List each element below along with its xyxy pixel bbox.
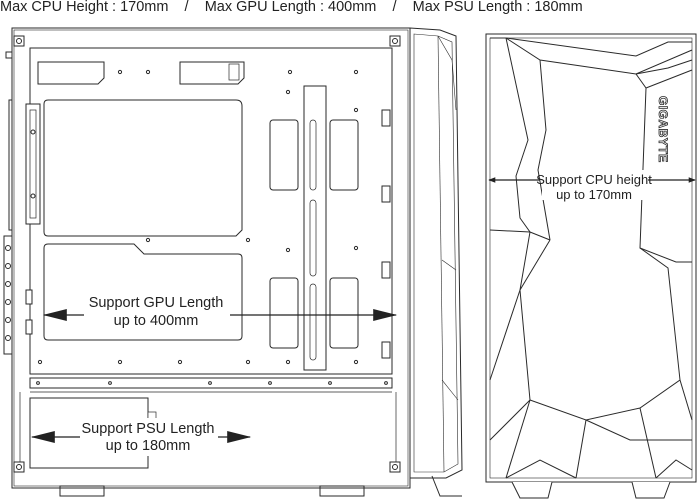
- psu-label-line1: Support PSU Length: [81, 421, 214, 437]
- cpu-cutout: [43, 99, 243, 237]
- edge-clips: [25, 109, 391, 359]
- cable-grommet: [269, 119, 299, 191]
- corner-screws: [13, 35, 401, 473]
- front-foot: [631, 481, 671, 499]
- front-panel-profile: [409, 27, 463, 497]
- top-cutout: [37, 61, 105, 85]
- shroud-holes: [36, 381, 388, 385]
- cable-grommet: [329, 119, 359, 191]
- top-cutout: [179, 61, 245, 85]
- chassis-foot: [59, 485, 105, 497]
- cpu-label-line1: Support CPU height: [536, 172, 652, 187]
- chassis-foot: [319, 485, 365, 497]
- tray-holes: [37, 69, 359, 365]
- cpu-spec: Max CPU Height : 170mm: [0, 0, 169, 15]
- front-foot: [511, 481, 553, 499]
- cable-grommet: [269, 277, 299, 349]
- spec-separator: /: [184, 0, 189, 15]
- front-facets: [489, 37, 693, 479]
- psu-label-line2: up to 180mm: [106, 438, 191, 454]
- cpu-label-line2: up to 170mm: [556, 187, 632, 202]
- gpu-spec: Max GPU Length : 400mm: [204, 0, 377, 15]
- cable-grommet: [329, 277, 359, 349]
- spec-header: Max CPU Height : 170mm / Max GPU Length …: [0, 0, 583, 15]
- front-view: [485, 33, 697, 499]
- gpu-label-line2: up to 400mm: [114, 313, 199, 329]
- gigabyte-logo: GIGABYTE: [656, 96, 670, 163]
- front-io-ports: [3, 51, 13, 355]
- spec-separator: /: [392, 0, 397, 15]
- gpu-label-line1: Support GPU Length: [89, 295, 224, 311]
- psu-spec: Max PSU Length : 180mm: [412, 0, 583, 15]
